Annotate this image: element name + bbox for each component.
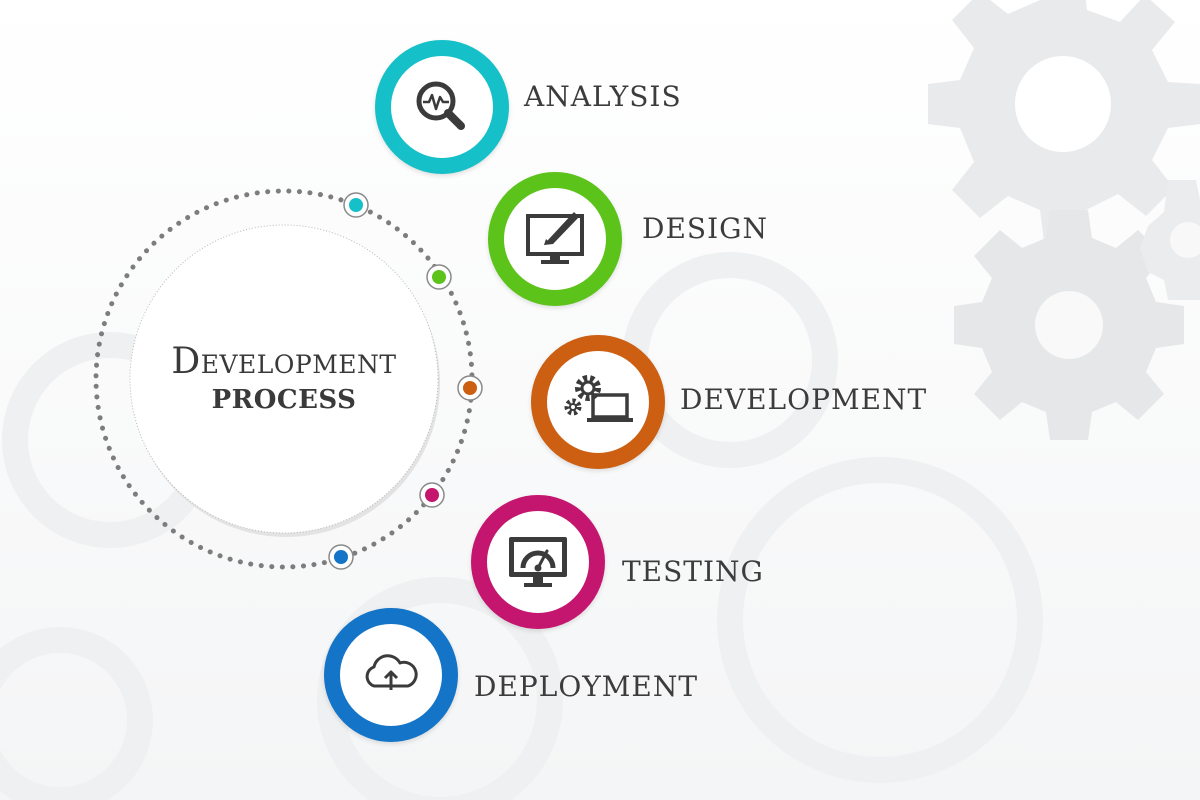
small-gear-icon xyxy=(1140,180,1200,300)
large-gear-icon xyxy=(928,0,1200,242)
step-circle-development xyxy=(531,335,665,469)
connector-dot xyxy=(349,198,363,212)
connector-dot xyxy=(425,488,439,502)
connector-dot xyxy=(432,270,446,284)
center-title-line1: Development xyxy=(171,341,397,383)
center-title: Development PROCESS xyxy=(130,225,438,533)
step-circle-design xyxy=(488,172,622,306)
development-gears-laptop-icon xyxy=(564,375,633,422)
step-circle-analysis xyxy=(375,40,509,174)
connector-dot xyxy=(334,550,348,564)
testing-gauge-monitor-icon xyxy=(509,537,567,587)
step-circle-testing xyxy=(471,495,605,629)
step-circle-deployment xyxy=(324,608,458,742)
step-label-analysis: ANALYSIS xyxy=(524,80,682,113)
step-label-development: DEVELOPMENT xyxy=(680,383,928,416)
analysis-magnifier-icon xyxy=(416,81,465,130)
design-monitor-pen-icon xyxy=(526,212,584,264)
center-title-line2: PROCESS xyxy=(211,384,357,415)
step-label-design: DESIGN xyxy=(642,212,768,245)
step-label-deployment: DEPLOYMENT xyxy=(474,670,699,703)
step-label-testing: TESTING xyxy=(622,555,764,588)
center-circle xyxy=(129,224,439,534)
medium-gear-icon xyxy=(954,210,1184,440)
connector-dots xyxy=(328,192,483,570)
deployment-cloud-upload-icon xyxy=(365,654,418,690)
connector-dot xyxy=(463,381,477,395)
